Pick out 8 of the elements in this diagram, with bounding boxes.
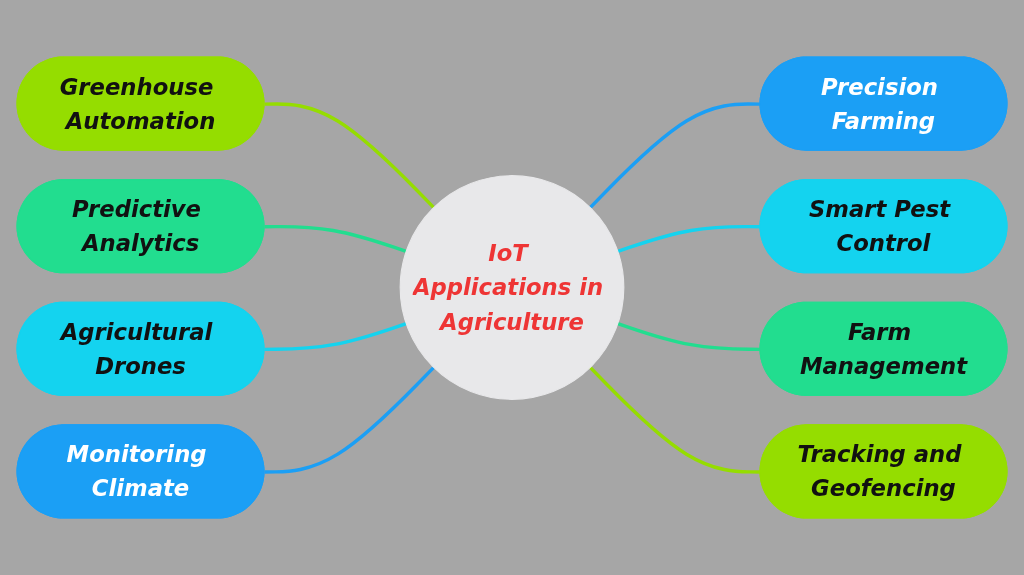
connector (264, 102, 435, 209)
connector (264, 224, 407, 254)
connector (264, 321, 407, 352)
connector (617, 321, 761, 352)
connector (264, 366, 435, 474)
connector (617, 224, 761, 254)
connector (589, 366, 761, 474)
connector (589, 102, 761, 209)
